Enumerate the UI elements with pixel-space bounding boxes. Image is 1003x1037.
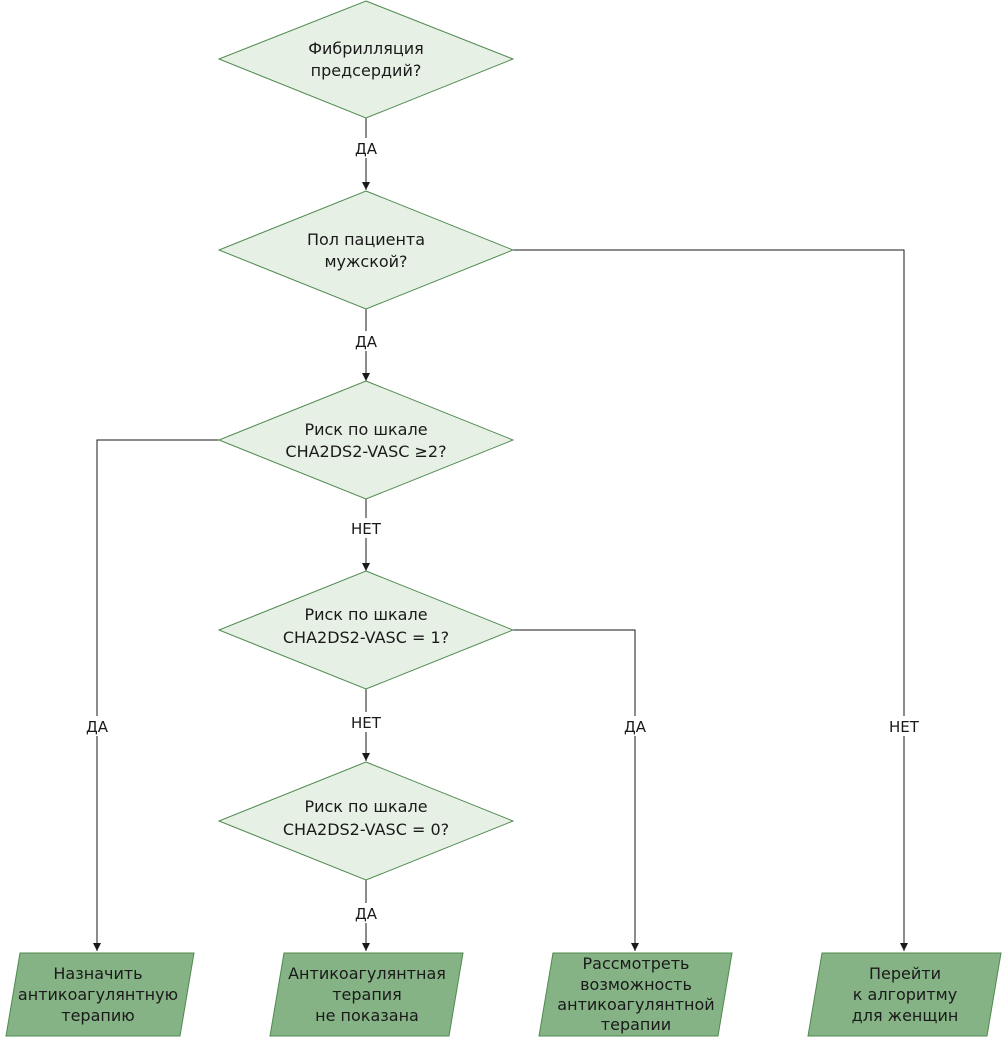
decision-atrial-fibrillation: Фибрилляция предсердий?	[217, 0, 515, 119]
edge-male-to-risk2: ДА	[348, 309, 384, 381]
terminal-prescribe-line-3: терапию	[61, 1006, 134, 1025]
edge-risk0-to-not-indicated: ДА	[348, 880, 384, 951]
terminal-therapy-not-indicated: Антикоагулянтная терапия не показана	[269, 952, 464, 1037]
terminal-not-indicated-line-1: Антикоагулянтная	[288, 964, 446, 983]
decision-male-line-2: мужской?	[324, 252, 407, 271]
edge-label-risk2-risk1: НЕТ	[351, 520, 382, 538]
decision-risk-eq-1: Риск по шкале CHA2DS2-VASC = 1?	[217, 570, 515, 690]
edge-label-risk1-consider: ДА	[624, 718, 647, 736]
terminal-not-indicated-line-2: терапия	[332, 985, 402, 1004]
edge-male-to-women: НЕТ	[513, 249, 926, 951]
decision-male-line-1: Пол пациента	[307, 230, 425, 249]
edge-risk2-to-prescribe: ДА	[79, 439, 219, 951]
terminal-not-indicated-line-3: не показана	[315, 1006, 419, 1025]
decision-risk1-line-2: CHA2DS2-VASC = 1?	[283, 628, 449, 647]
terminal-women-line-3: для женщин	[852, 1006, 959, 1025]
edge-risk1-to-consider: ДА	[513, 629, 653, 951]
decision-af-line-2: предсердий?	[311, 61, 422, 80]
terminal-consider-line-3: антикоагулянтной	[557, 995, 714, 1014]
edge-label-risk1-risk0: НЕТ	[351, 714, 382, 732]
decision-af-line-1: Фибрилляция	[308, 39, 424, 58]
terminal-prescribe-line-1: Назначить	[53, 964, 142, 983]
terminal-women-algorithm: Перейти к алгоритму для женщин	[807, 952, 1002, 1037]
terminal-prescribe-therapy: Назначить антикоагулянтную терапию	[5, 952, 195, 1037]
decision-risk-eq-0: Риск по шкале CHA2DS2-VASC = 0?	[217, 761, 515, 881]
decision-risk2-line-1: Риск по шкале	[304, 420, 427, 439]
terminal-consider-line-1: Рассмотреть	[583, 954, 690, 973]
terminal-consider-line-2: возможность	[580, 975, 692, 994]
decision-risk2-line-2: CHA2DS2-VASC ≥2?	[285, 442, 446, 461]
edge-label-male-risk2: ДА	[355, 333, 378, 351]
decision-risk-ge-2: Риск по шкале CHA2DS2-VASC ≥2?	[217, 380, 515, 500]
terminal-consider-therapy: Рассмотреть возможность антикоагулянтной…	[538, 952, 733, 1037]
edge-af-to-male: ДА	[348, 118, 384, 190]
terminal-women-line-1: Перейти	[869, 964, 941, 983]
edge-label-risk2-prescribe: ДА	[86, 718, 109, 736]
terminal-prescribe-line-2: антикоагулянтную	[18, 985, 178, 1004]
edge-label-risk0-not-indicated: ДА	[355, 905, 378, 923]
decision-risk0-line-2: CHA2DS2-VASC = 0?	[283, 820, 449, 839]
edge-label-male-women: НЕТ	[889, 718, 920, 736]
terminal-consider-line-4: терапии	[601, 1015, 671, 1034]
edge-risk2-to-risk1: НЕТ	[344, 499, 388, 571]
decision-risk0-line-1: Риск по шкале	[304, 797, 427, 816]
terminal-women-line-2: к алгоритму	[853, 985, 957, 1004]
decision-risk1-line-1: Риск по шкале	[304, 605, 427, 624]
decision-patient-male: Пол пациента мужской?	[217, 190, 515, 310]
edge-label-af-male: ДА	[355, 140, 378, 158]
edge-risk1-to-risk0: НЕТ	[344, 689, 388, 761]
